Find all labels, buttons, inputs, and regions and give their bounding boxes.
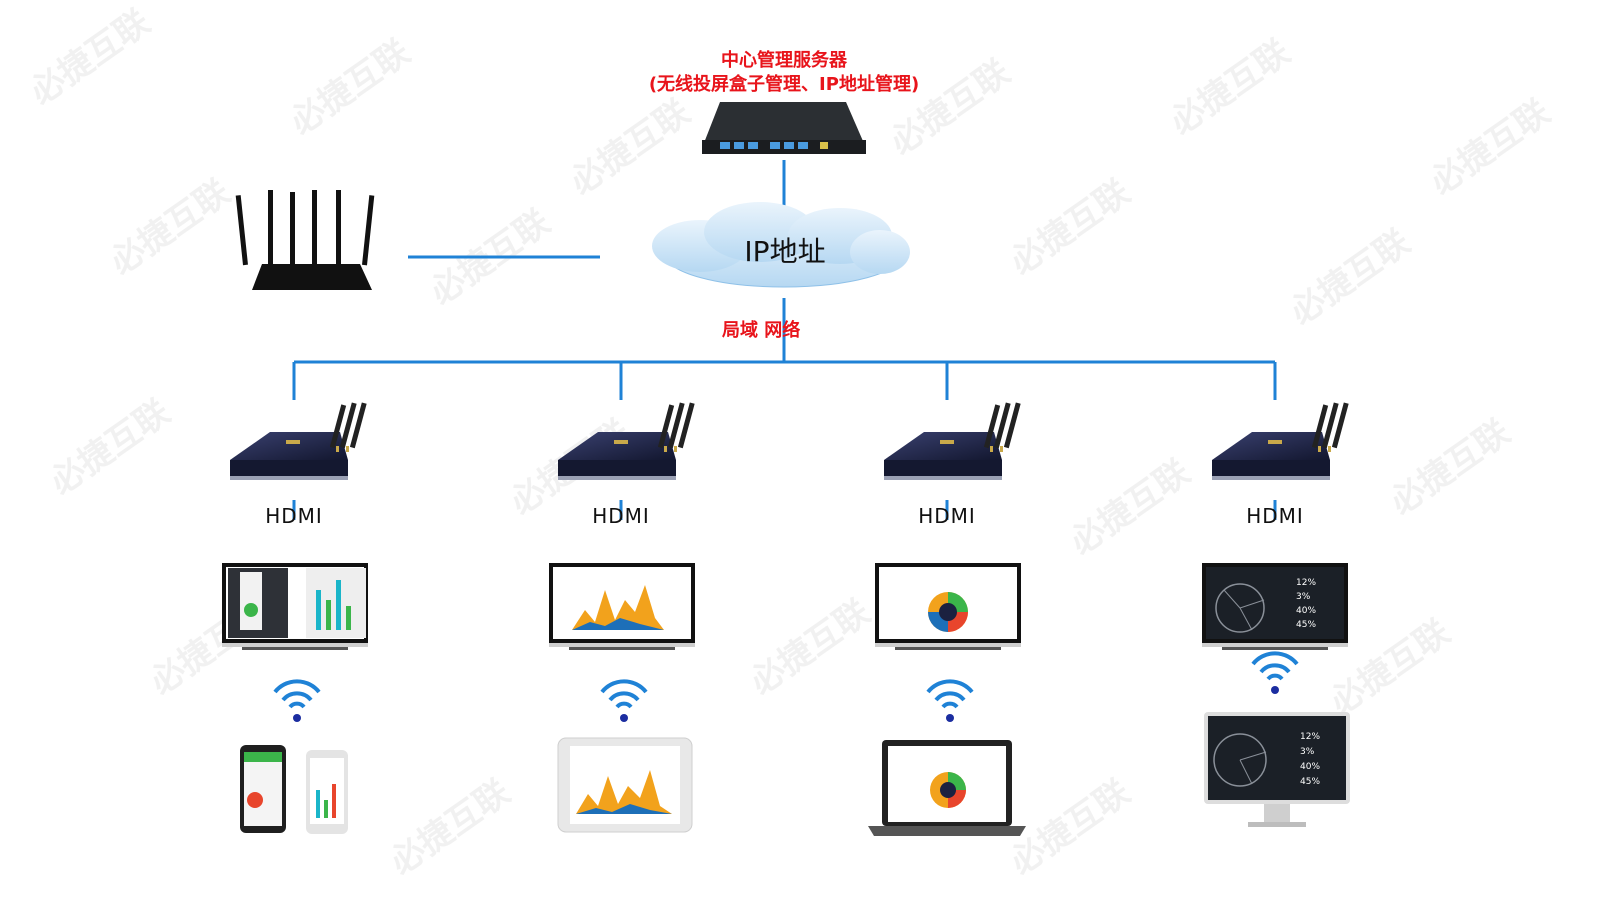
tv-screen-1 [222,563,368,650]
wifi-icon-1 [273,679,321,724]
lan-label: 局域 网络 [722,320,801,341]
screen4-value: 40% [1296,606,1317,616]
server-title: 中心管理服务器 [721,50,847,71]
wifi-icon-3 [926,679,974,724]
desktop-value: 45% [1300,777,1321,787]
tv-screen-3 [875,563,1021,650]
hdmi-label-2: HDMI [592,504,650,528]
desktop-monitor-icon [1204,712,1350,827]
projection-box-icon-2 [558,402,695,480]
link-lines [292,160,1277,520]
screen4-value: 12% [1296,578,1317,588]
desktop-value: 3% [1300,747,1315,757]
cloud-icon [652,202,910,288]
laptop-icon [868,740,1026,836]
projection-box-icon-4 [1212,402,1349,480]
wifi-icon-4 [1251,651,1299,696]
router-icon [235,190,375,290]
tv-screen-2 [549,563,695,650]
tv-screen-4 [1202,563,1348,650]
wifi-icon-2 [600,679,648,724]
desktop-values: 12% 3% 40% 45% [1300,730,1320,790]
hdmi-label-4: HDMI [1246,504,1304,528]
screen4-values: 12% 3% 40% 45% [1296,576,1316,632]
server-subtitle: (无线投屏盒子管理、IP地址管理) [648,74,920,95]
server-icon [702,102,866,154]
hdmi-label-1: HDMI [265,504,323,528]
projection-box-icon-3 [884,402,1021,480]
projection-box-icon-1 [230,402,367,480]
cloud-label: IP地址 [744,235,826,268]
desktop-value: 40% [1300,762,1321,772]
smartphones-icon [240,745,348,834]
screen4-value: 3% [1296,592,1311,602]
tablet-icon [557,737,693,833]
screen4-value: 45% [1296,620,1317,630]
desktop-value: 12% [1300,732,1321,742]
hdmi-label-3: HDMI [918,504,976,528]
